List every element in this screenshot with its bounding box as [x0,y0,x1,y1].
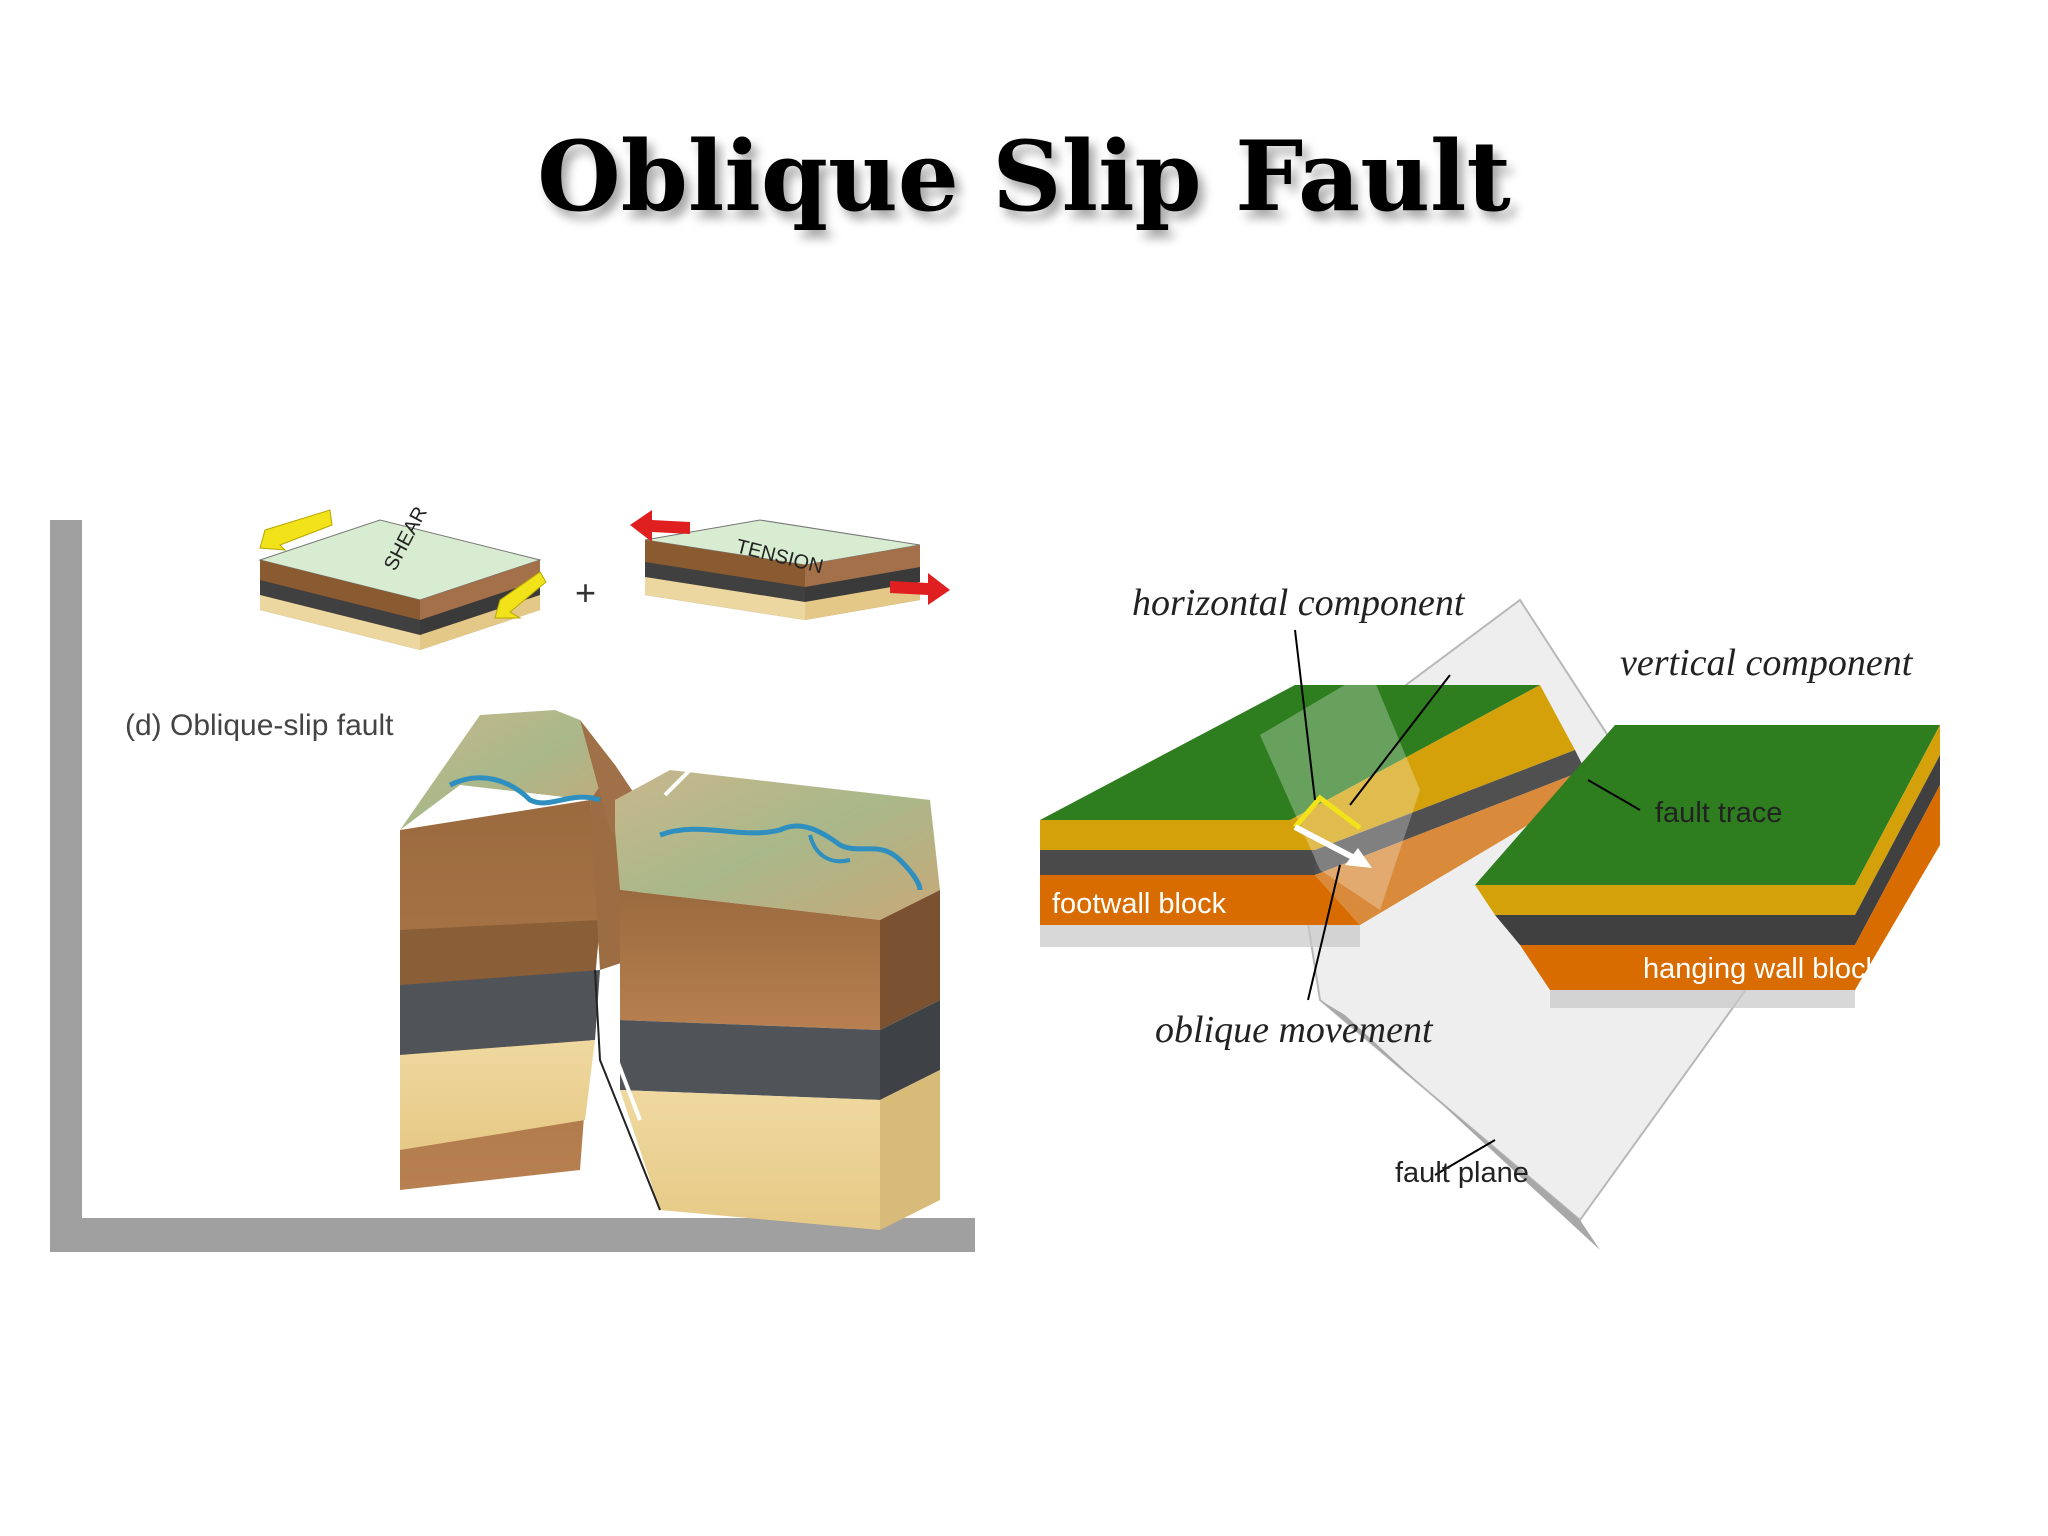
fault-plane-label: fault plane [1395,1157,1529,1189]
right-figure: horizontal component vertical component … [1040,582,1940,1250]
river-right [659,823,923,891]
tension-block: TENSION [630,510,950,620]
hanging-wall-block [1475,725,1940,1008]
fault-trace-leader [1587,779,1641,811]
component-arrows [1293,794,1372,868]
slip-arrow-bottom-head [605,1040,620,1060]
slip-arrow-top [663,753,707,797]
hanging-wall-block-label: hanging wall block [1643,953,1880,985]
footwall-block [1040,685,1595,947]
oblique-block [400,710,940,1230]
oblique-movement-label: oblique movement [1155,1009,1434,1051]
fault-plane-leader [1434,1139,1496,1176]
vertical-component-label: vertical component [1620,642,1914,684]
shear-arrow-bottom [494,571,547,619]
figure-caption: (d) Oblique-slip fault [125,709,394,742]
fault-trace-label: fault trace [1655,797,1782,829]
slide-title: Oblique Slip Fault [537,120,1511,233]
tension-arrow-right [890,573,950,605]
horizontal-component-label: horizontal component [1132,582,1466,624]
left-figure: SHEAR + TENSION (d) Oblique-slip fault [50,503,975,1252]
footwall-block-label: footwall block [1052,888,1227,920]
tension-arrow-left [630,510,690,542]
oblique-movement-leader [1307,864,1341,1001]
horizontal-component-leader [1294,629,1316,801]
fault-plane-overlay [1260,670,1420,910]
frame-left-bar [50,520,82,1250]
plus-sign: + [575,572,596,613]
shear-arrow-top [259,509,333,551]
vertical-component-leader [1349,674,1451,806]
shear-block: SHEAR [258,503,547,650]
river-left [448,775,601,806]
